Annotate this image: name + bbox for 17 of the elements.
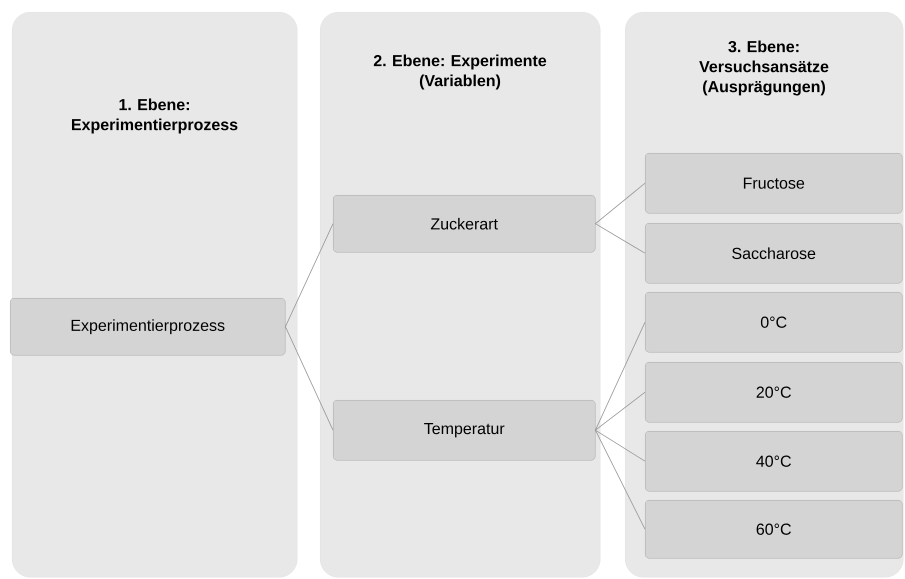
process-box: Fructose <box>645 153 902 214</box>
connector-line <box>595 392 646 431</box>
connector-line <box>595 182 646 224</box>
process-box: 0°C <box>645 292 902 352</box>
connector-line <box>595 430 646 530</box>
process-box: Experimentierprozess <box>10 298 286 356</box>
connector-line <box>595 430 646 462</box>
connector-line <box>595 322 646 431</box>
process-box: Zuckerart <box>333 195 596 252</box>
process-box: 40°C <box>645 431 902 492</box>
connector-line <box>285 326 334 431</box>
process-box: Saccharose <box>645 223 902 284</box>
connector-line <box>285 223 334 328</box>
connector-line <box>595 223 646 254</box>
process-box: Temperatur <box>333 400 596 460</box>
process-box: 20°C <box>645 362 902 422</box>
process-box: 60°C <box>645 500 902 558</box>
